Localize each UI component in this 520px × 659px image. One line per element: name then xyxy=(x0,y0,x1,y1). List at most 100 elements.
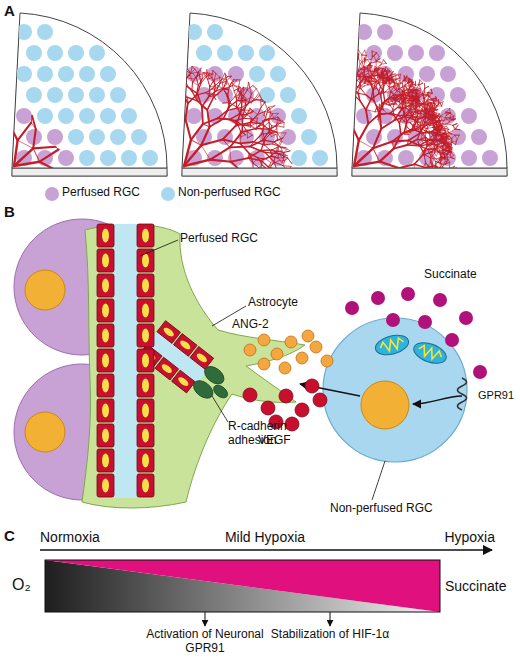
capillary xyxy=(206,93,209,97)
vessel-segment xyxy=(240,142,254,144)
vessel-segment xyxy=(365,55,366,60)
vessel-segment xyxy=(167,63,168,70)
vessel-segment xyxy=(186,119,192,140)
vessel-segment xyxy=(197,83,201,94)
vessel-segment xyxy=(321,69,323,73)
capillary xyxy=(284,170,289,172)
vessel-segment xyxy=(354,71,359,79)
capillary xyxy=(186,103,188,119)
capillary xyxy=(201,79,202,83)
capillary xyxy=(259,165,262,168)
vessel-segment xyxy=(215,80,221,86)
vessel-segment xyxy=(153,74,160,76)
capillary xyxy=(187,75,190,78)
capillary xyxy=(134,94,135,101)
ganglion-cell xyxy=(217,87,233,103)
vessel-segment xyxy=(270,152,276,157)
vessel-segment xyxy=(156,69,159,76)
ganglion-cell xyxy=(366,45,382,61)
capillary xyxy=(260,95,263,100)
vessel-segment xyxy=(190,75,193,82)
capillary xyxy=(268,171,271,175)
vessel-segment xyxy=(381,60,383,64)
vessel-segment xyxy=(429,168,431,174)
ganglion-cell xyxy=(100,150,116,166)
vessel-segment xyxy=(373,142,392,149)
vessel-segment xyxy=(444,119,449,121)
vessel-segment xyxy=(347,70,353,72)
capillary xyxy=(31,123,36,130)
vessel-segment xyxy=(172,85,179,87)
capillary xyxy=(196,75,199,78)
vessel-segment xyxy=(299,106,301,109)
capillary xyxy=(277,133,278,140)
vessel-segment xyxy=(302,105,307,107)
vessel-segment xyxy=(174,84,182,91)
vessel-segment xyxy=(146,79,151,83)
capillary xyxy=(209,96,214,98)
vessel-segment xyxy=(305,122,311,124)
vessel-segment xyxy=(271,126,272,133)
vessel-segment xyxy=(347,66,350,71)
vessel-segment xyxy=(270,156,278,158)
vessel-segment xyxy=(298,97,302,99)
capillary xyxy=(257,123,262,125)
vessel-segment xyxy=(411,104,418,109)
capillary xyxy=(278,117,280,120)
vessel-segment xyxy=(151,83,154,91)
vessel-segment xyxy=(311,115,316,122)
ganglion-cell xyxy=(259,45,275,61)
capillary xyxy=(257,123,262,125)
vessel-segment xyxy=(316,73,321,75)
vessel-segment xyxy=(321,86,327,88)
vessel-segment xyxy=(147,87,155,91)
vessel-segment xyxy=(322,79,325,82)
capillary xyxy=(278,151,282,152)
vessel-segment xyxy=(180,75,185,79)
vessel-segment xyxy=(350,91,355,105)
ganglion-cell xyxy=(217,45,233,61)
vessel-segment xyxy=(212,78,216,86)
vessel-segment xyxy=(327,68,330,73)
capillary xyxy=(188,87,192,91)
capillary xyxy=(213,71,216,74)
vessel-segment xyxy=(435,168,440,170)
vessel-segment xyxy=(295,117,299,119)
vessel-segment xyxy=(383,83,384,91)
capillary xyxy=(151,91,155,97)
vessel-segment xyxy=(446,113,450,116)
ganglion-cell xyxy=(68,129,84,145)
vessel-segment xyxy=(250,140,263,146)
vessel-segment xyxy=(365,83,368,85)
vessel-segment xyxy=(337,97,340,99)
capillary xyxy=(179,81,180,85)
vessel-segment xyxy=(230,132,242,147)
vessel-segment xyxy=(344,84,347,87)
capillary xyxy=(196,95,197,101)
vessel-segment xyxy=(184,160,210,166)
capillary xyxy=(271,151,272,156)
vessel-segment xyxy=(304,82,306,86)
capillary xyxy=(160,77,162,81)
vessel-segment xyxy=(299,95,303,96)
vessel-segment xyxy=(288,158,292,164)
vessel-segment xyxy=(347,87,353,88)
capillary xyxy=(274,157,276,162)
vessel-segment xyxy=(307,102,312,105)
vessel-segment xyxy=(226,79,229,86)
vessel-segment xyxy=(268,171,278,172)
capillary xyxy=(138,84,142,88)
vessel-segment xyxy=(171,69,173,75)
capillary xyxy=(201,145,210,159)
vessel-segment xyxy=(263,130,270,140)
vessel-segment xyxy=(340,69,342,76)
vessel-segment xyxy=(343,92,347,94)
capillary xyxy=(179,85,182,91)
vessel-segment xyxy=(334,61,336,65)
vessel-segment xyxy=(335,65,339,69)
capillary xyxy=(234,205,236,212)
vessel-segment xyxy=(376,61,381,63)
capillary xyxy=(283,153,287,156)
vessel-segment xyxy=(296,98,300,99)
ganglion-cell xyxy=(270,66,286,82)
